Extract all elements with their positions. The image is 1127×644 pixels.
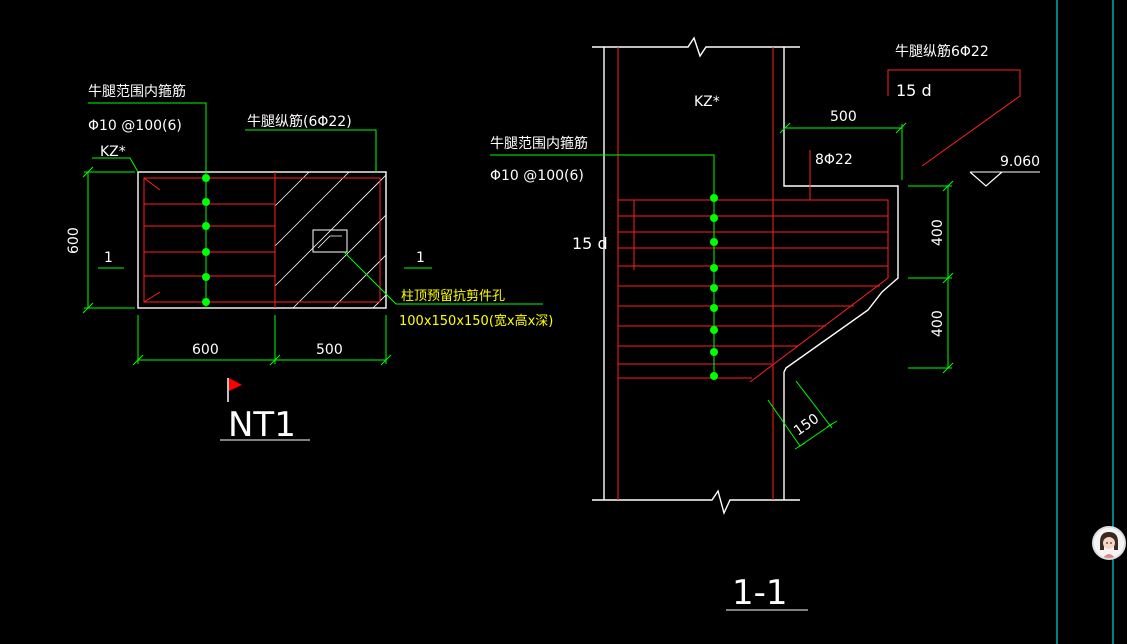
stirrup-dot (202, 198, 210, 206)
section-bar-count: 8Φ22 (815, 152, 853, 168)
section-dim-v1: 400 (930, 219, 946, 246)
stirrup-dot (710, 326, 718, 334)
section-view: 牛腿范围内箍筋 Φ10 @100(6) KZ* 15 d 牛腿纵筋6Φ22 15… (490, 36, 1040, 613)
stirrup-dot (710, 194, 718, 202)
hatched-region (274, 171, 387, 309)
plan-dim-width-2: 500 (316, 342, 343, 358)
plan-stirrup-note-line2: Φ10 @100(6) (88, 118, 182, 134)
stirrup-dot (202, 174, 210, 182)
stirrup-dot (202, 273, 210, 281)
section-dim-diag: 150 (791, 411, 822, 439)
plan-section-mark-right: 1 (416, 250, 425, 266)
section-anchor-top: 15 d (896, 81, 932, 100)
stirrup-dot (710, 264, 718, 272)
plan-dim-height: 600 (66, 227, 82, 254)
section-title: 1-1 (732, 573, 788, 613)
plan-section-mark-left: 1 (104, 250, 113, 266)
stirrup-dot (710, 214, 718, 222)
section-stirrup-note-line2: Φ10 @100(6) (490, 168, 584, 184)
section-anchor-left: 15 d (572, 234, 608, 253)
plan-hole-note-line1: 柱顶预留抗剪件孔 (401, 288, 505, 304)
plan-column-label: KZ* (100, 144, 126, 160)
section-stirrup-note-line1: 牛腿范围内箍筋 (490, 135, 588, 152)
stirrup-dot (710, 284, 718, 292)
reserved-hole (312, 229, 348, 253)
stirrup-dot (710, 348, 718, 356)
plan-stirrup-note-line1: 牛腿范围内箍筋 (88, 83, 186, 100)
stirrup-dot (202, 222, 210, 230)
section-dim-v2: 400 (930, 310, 946, 337)
user-avatar-icon[interactable] (1092, 526, 1126, 560)
stirrup-dot (710, 372, 718, 380)
plan-rebar (143, 172, 381, 308)
stirrup-dot (202, 248, 210, 256)
stirrup-dot (710, 238, 718, 246)
section-elevation: 9.060 (1000, 154, 1040, 170)
red-flag-icon (227, 378, 242, 402)
section-column-label: KZ* (694, 94, 720, 110)
stirrup-dot (710, 304, 718, 312)
plan-title: NT1 (228, 405, 296, 445)
section-long-bar-note: 牛腿纵筋6Φ22 (895, 43, 989, 60)
corbel-plan-outline (137, 171, 387, 309)
plan-long-bar-note: 牛腿纵筋(6Φ22) (247, 113, 352, 130)
section-dim-top: 500 (830, 109, 857, 125)
plan-view: 牛腿范围内箍筋 Φ10 @100(6) KZ* 牛腿纵筋(6Φ22) 1 1 6… (66, 83, 553, 445)
plan-dim-width-1: 600 (192, 342, 219, 358)
stirrup-dot (202, 298, 210, 306)
plan-hole-note-line2: 100x150x150(宽x高x深) (399, 313, 553, 329)
